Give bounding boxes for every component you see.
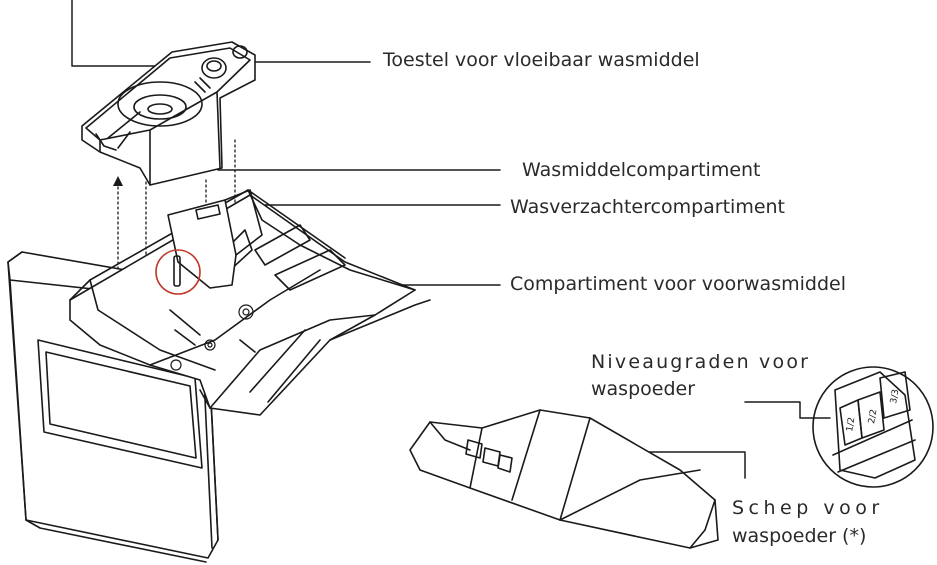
- svg-text:3/3: 3/3: [889, 389, 901, 405]
- level-marks-detail: 1/2 2/2 3/3: [812, 366, 934, 488]
- label-scoop-line2: waspoeder (*): [732, 525, 867, 547]
- label-softener-compartment: Wasverzachtercompartiment: [510, 196, 786, 218]
- compartment-flap-illustration: [167, 189, 263, 289]
- label-prewash-compartment: Compartiment voor voorwasmiddel: [510, 273, 846, 295]
- liquid-detergent-device-illustration: [81, 41, 256, 186]
- rosette-symbols: [170, 304, 254, 371]
- svg-text:2/2: 2/2: [867, 409, 879, 425]
- label-liquid-detergent-device: Toestel voor vloeibaar wasmiddel: [383, 49, 700, 71]
- powder-scoop-illustration: [409, 409, 719, 549]
- svg-text:1/2: 1/2: [845, 417, 857, 433]
- label-scoop-line1: Schep voor: [732, 497, 884, 519]
- label-detergent-compartment: Wasmiddelcompartiment: [522, 159, 761, 181]
- siphon-pin: [173, 255, 181, 287]
- label-powder-level-line2: waspoeder: [591, 378, 696, 400]
- label-powder-level-line1: Niveaugraden voor: [591, 351, 811, 373]
- highlight-circle: [155, 249, 201, 295]
- drawer-body-illustration: [69, 189, 431, 416]
